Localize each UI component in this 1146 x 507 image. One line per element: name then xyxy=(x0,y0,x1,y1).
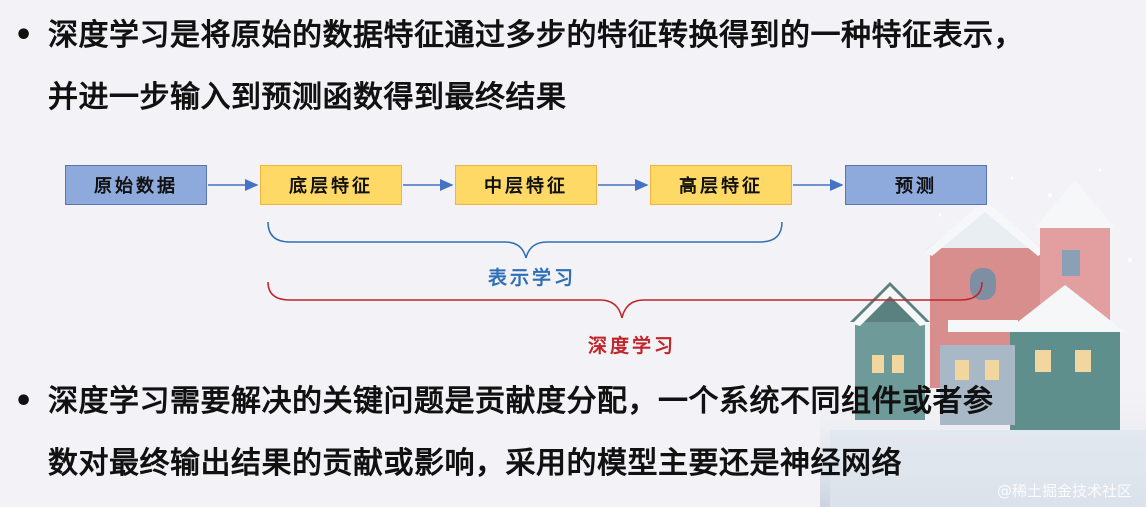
bullet-2-line-2: 数对最终输出结果的贡献或影响，采用的模型主要还是神经网络 xyxy=(48,446,902,481)
bullet-marker: • xyxy=(14,18,34,53)
box-low-level-features: 底层特征 xyxy=(260,165,402,205)
brace-representation-learning xyxy=(267,221,783,259)
bullet-marker: • xyxy=(14,384,34,419)
box-high-level-features: 高层特征 xyxy=(650,165,792,205)
box-prediction: 预测 xyxy=(845,165,987,205)
bullet-1-line-1: 深度学习是将原始的数据特征通过多步的特征转换得到的一种特征表示， xyxy=(48,18,1024,53)
label-representation-learning: 表示学习 xyxy=(488,267,577,289)
brace-deep-learning xyxy=(267,281,983,319)
box-mid-level-features: 中层特征 xyxy=(455,165,597,205)
watermark: @稀土掘金技术社区 xyxy=(996,482,1132,500)
label-deep-learning: 深度学习 xyxy=(588,335,677,357)
bullet-2-line-1: 深度学习需要解决的关键问题是贡献度分配，一个系统不同组件或者参 xyxy=(48,384,994,419)
bullet-1-line-2: 并进一步输入到预测函数得到最终结果 xyxy=(48,80,567,115)
box-raw-data: 原始数据 xyxy=(65,165,207,205)
